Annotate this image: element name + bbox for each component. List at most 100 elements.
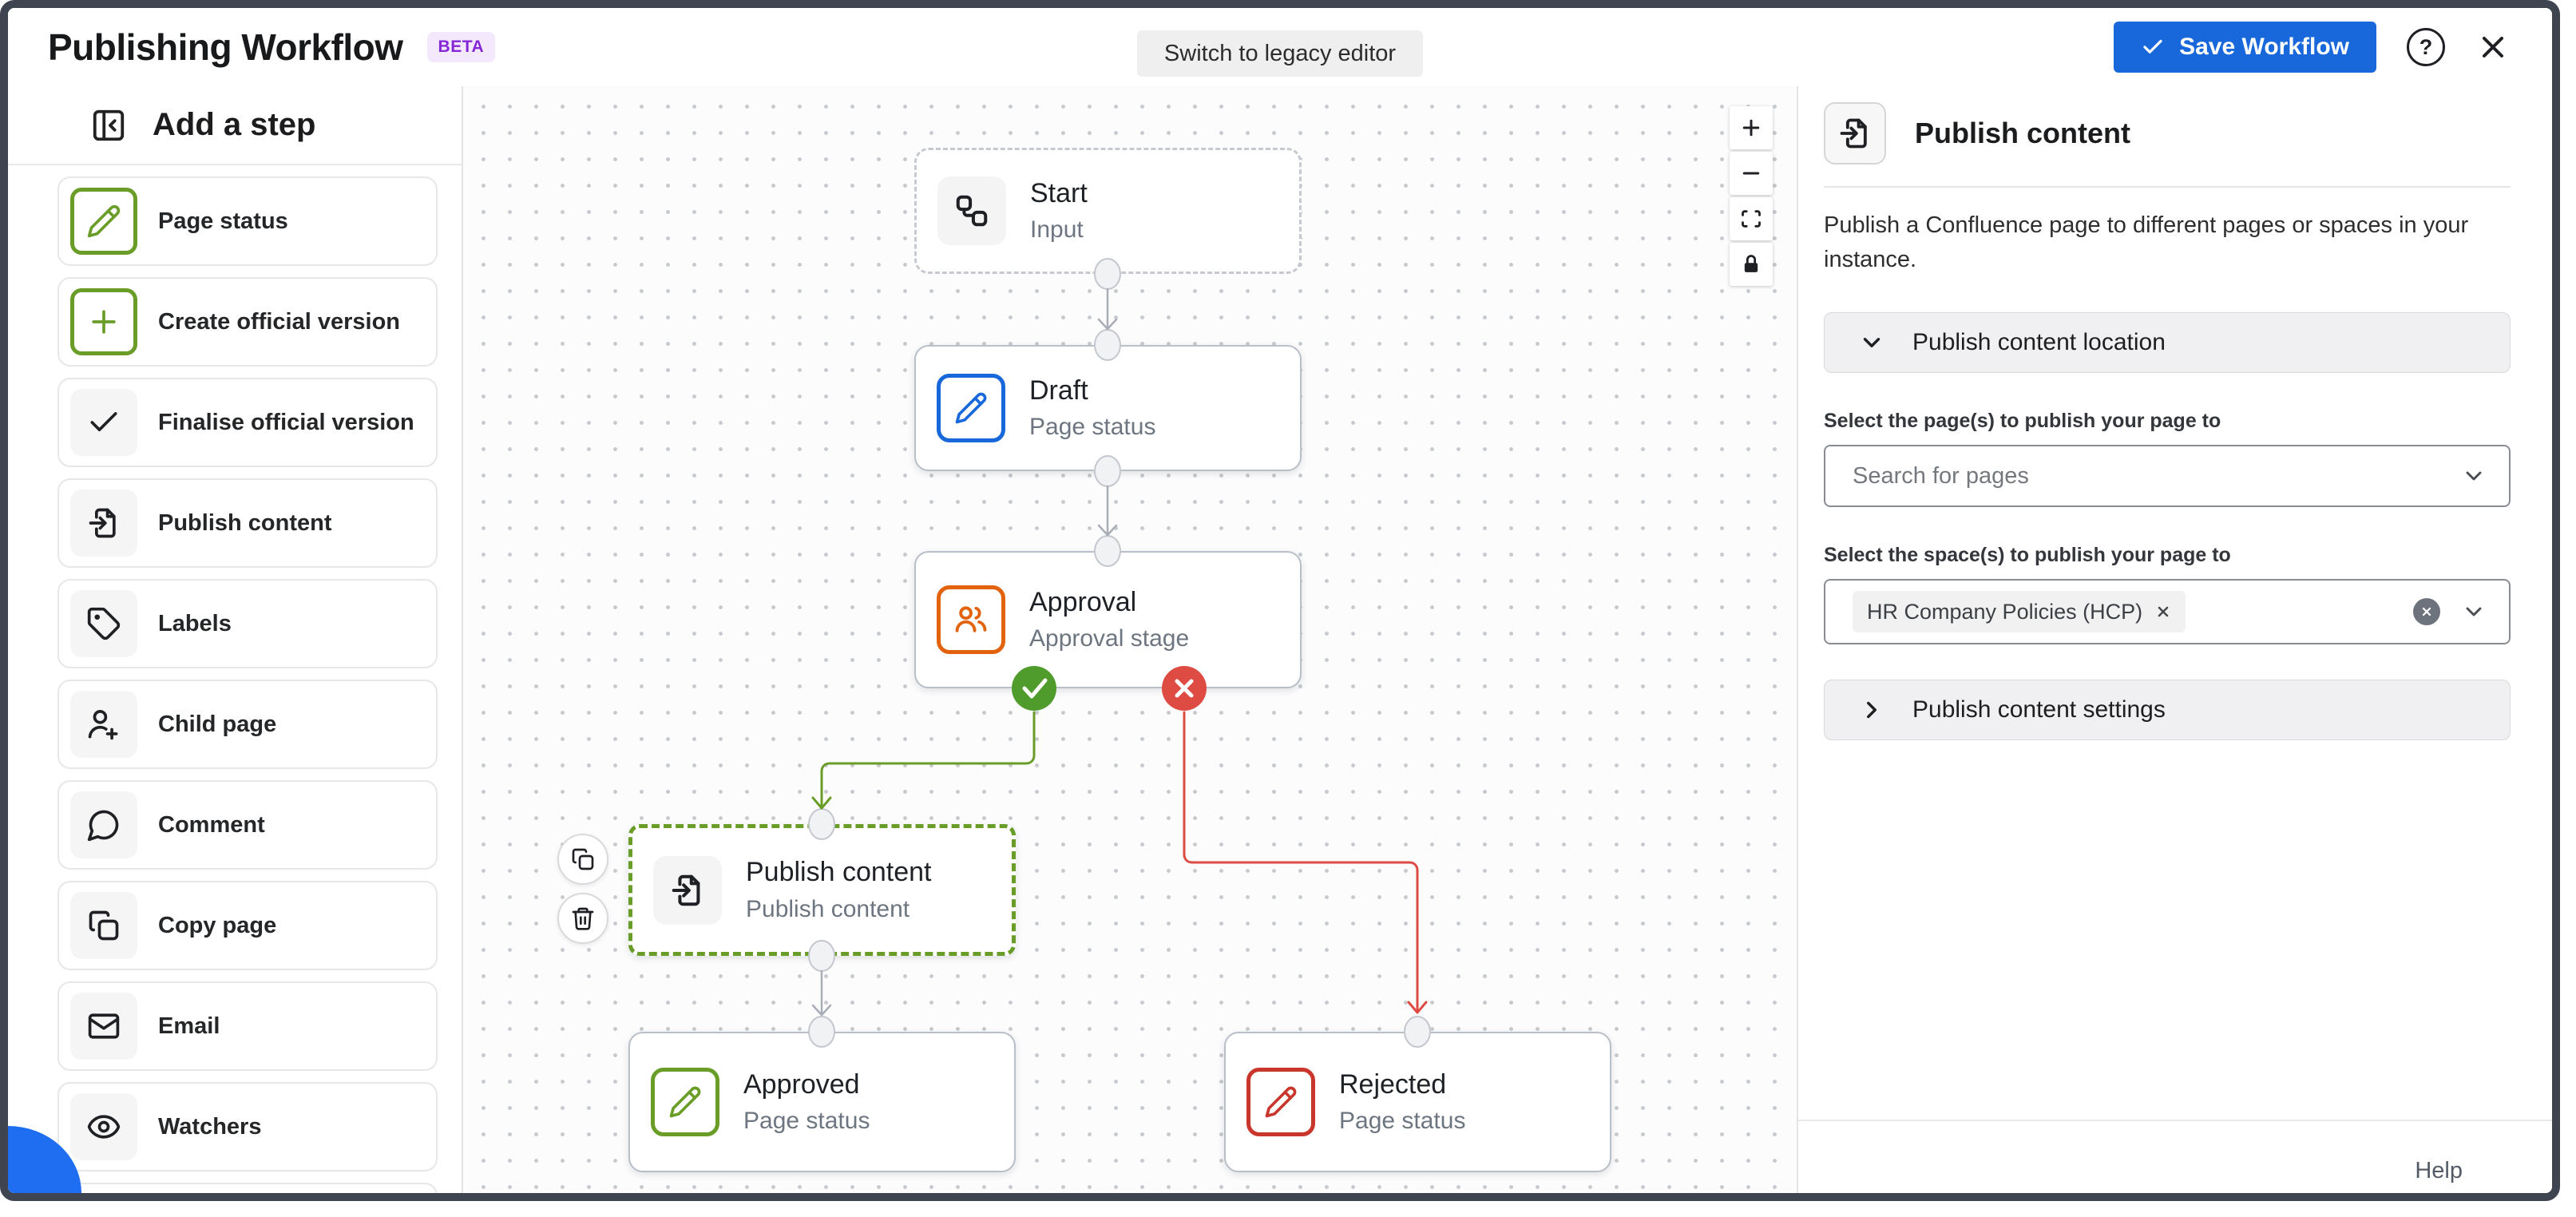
node-approval[interactable]: Approval Approval stage xyxy=(914,551,1302,688)
top-bar: Publishing Workflow BETA Switch to legac… xyxy=(8,8,2552,86)
sidebar-item-copy-page[interactable]: Copy page xyxy=(57,881,438,970)
publish-content-settings-accordion[interactable]: Publish content settings xyxy=(1824,680,2511,740)
edge-publish-approved-arrow xyxy=(811,1004,832,1017)
switch-to-legacy-editor-button[interactable]: Switch to legacy editor xyxy=(1136,30,1424,77)
spaces-field-label: Select the space(s) to publish your page… xyxy=(1824,544,2231,566)
close-icon[interactable] xyxy=(2475,30,2511,65)
space-chip[interactable]: HR Company Policies (HCP) xyxy=(1853,591,2186,632)
panel-header: Publish content xyxy=(1798,86,2552,165)
mail-icon xyxy=(70,993,137,1060)
clear-all-icon[interactable] xyxy=(2413,598,2440,625)
sidebar-item-label: Finalise official version xyxy=(158,409,414,435)
sidebar-item-finalise-official-version[interactable]: Finalise official version xyxy=(57,378,438,467)
zoom-in-button[interactable] xyxy=(1730,106,1773,149)
sidebar-item-email[interactable]: Email xyxy=(57,981,438,1071)
check-icon xyxy=(2143,39,2162,54)
accordion-label: Publish content settings xyxy=(1912,696,2166,723)
edge-reject xyxy=(1183,711,1419,1013)
sidebar-item-label: Labels xyxy=(158,610,232,636)
chevron-down-icon xyxy=(2466,607,2482,616)
check-icon xyxy=(70,389,137,456)
chevron-down-icon xyxy=(1863,338,1880,347)
fit-view-button[interactable] xyxy=(1730,197,1773,240)
node-draft[interactable]: Draft Page status xyxy=(914,345,1302,471)
node-subtitle: Page status xyxy=(1029,414,1156,441)
sidebar-item-child-page[interactable]: Child page xyxy=(57,680,438,769)
sidebar-item-label: Page status xyxy=(158,208,288,234)
duplicate-node-button[interactable] xyxy=(557,834,608,885)
delete-node-button[interactable] xyxy=(557,893,608,944)
switch-to-legacy-editor-label: Switch to legacy editor xyxy=(1163,40,1397,66)
eye-icon xyxy=(70,1093,137,1160)
panel-title: Publish content xyxy=(1915,117,2130,149)
lock-button[interactable] xyxy=(1730,243,1773,286)
spaces-field: Select the space(s) to publish your page… xyxy=(1824,544,2511,644)
publish-content-icon xyxy=(70,490,137,557)
node-title: Start xyxy=(1030,177,1088,208)
pencil-icon xyxy=(937,374,1005,442)
sidebar-item-watchers[interactable]: Watchers xyxy=(57,1082,438,1171)
zoom-out-button[interactable] xyxy=(1730,152,1773,195)
node-subtitle: Approval stage xyxy=(1029,625,1190,652)
pencil-icon xyxy=(1246,1068,1315,1136)
spaces-select[interactable]: HR Company Policies (HCP) xyxy=(1824,579,2511,644)
pencil-icon xyxy=(70,188,137,255)
sidebar-item-publish-content[interactable]: Publish content xyxy=(57,478,438,568)
node-approved[interactable]: Approved Page status xyxy=(628,1032,1016,1172)
copy-icon xyxy=(70,892,137,959)
publish-content-icon xyxy=(1824,102,1886,165)
sidebar-item-label: Email xyxy=(158,1013,220,1039)
node-title: Draft xyxy=(1029,375,1088,406)
fit-view-icon xyxy=(1742,210,1761,228)
sidebar-title: Add a step xyxy=(153,107,316,142)
node-title: Rejected xyxy=(1339,1068,1447,1100)
edge-approve-arrow xyxy=(811,796,832,810)
help-icon[interactable]: ? xyxy=(2407,28,2445,66)
node-publish-content-selected[interactable]: Publish content Publish content xyxy=(628,824,1016,956)
flow-icon xyxy=(937,176,1006,245)
node-rejected[interactable]: Rejected Page status xyxy=(1224,1032,1611,1172)
chevron-right-icon xyxy=(1867,701,1877,719)
sidebar-item-label: Create official version xyxy=(158,308,400,335)
pages-select[interactable]: Search for pages xyxy=(1824,445,2511,507)
sidebar-item-comment[interactable]: Comment xyxy=(57,780,438,870)
node-title: Publish content xyxy=(746,857,932,888)
node-action-buttons xyxy=(557,834,608,944)
sidebar-item-labels[interactable]: Labels xyxy=(57,579,438,668)
node-title: Approval xyxy=(1029,586,1137,617)
publish-content-icon xyxy=(653,855,722,925)
canvas-controls xyxy=(1730,106,1773,286)
plus-icon xyxy=(1742,119,1760,137)
collapse-panel-icon[interactable] xyxy=(90,107,127,144)
chevron-down-icon xyxy=(2466,471,2482,481)
edge-draft-approval-arrow xyxy=(1097,524,1118,537)
sidebar-item-create-official-version[interactable]: Create official version xyxy=(57,277,438,367)
minus-icon xyxy=(1742,172,1760,175)
node-subtitle: Page status xyxy=(1339,1108,1466,1135)
plus-icon xyxy=(70,288,137,355)
divider xyxy=(1824,186,2511,188)
node-subtitle: Publish content xyxy=(746,895,910,922)
title-group: Publishing Workflow BETA xyxy=(48,8,496,86)
sidebar-header: Add a step xyxy=(8,86,462,165)
remove-chip-icon[interactable] xyxy=(2155,604,2171,620)
sidebar-item-partial[interactable] xyxy=(57,1183,438,1193)
sidebar-item-label: Child page xyxy=(158,711,277,737)
space-chip-label: HR Company Policies (HCP) xyxy=(1867,599,2143,624)
trash-icon xyxy=(572,907,594,930)
duplicate-icon xyxy=(572,848,594,870)
node-title: Approved xyxy=(743,1068,860,1100)
user-plus-icon xyxy=(70,691,137,758)
help-link[interactable]: Help xyxy=(2415,1158,2463,1183)
add-step-sidebar: Add a step Page status Create official v… xyxy=(8,86,463,1193)
tag-icon xyxy=(70,590,137,657)
node-start[interactable]: Start Input xyxy=(914,148,1302,274)
sidebar-item-page-status[interactable]: Page status xyxy=(57,176,438,266)
workflow-canvas[interactable]: Start Input Draft Page status Approval A… xyxy=(463,86,1797,1193)
save-workflow-button[interactable]: Save Workflow xyxy=(2114,22,2376,73)
pages-field: Select the page(s) to publish your page … xyxy=(1824,410,2511,507)
pages-field-label: Select the page(s) to publish your page … xyxy=(1824,410,2221,432)
publish-content-location-accordion[interactable]: Publish content location xyxy=(1824,312,2511,373)
topbar-actions: Save Workflow ? xyxy=(2114,8,2511,86)
